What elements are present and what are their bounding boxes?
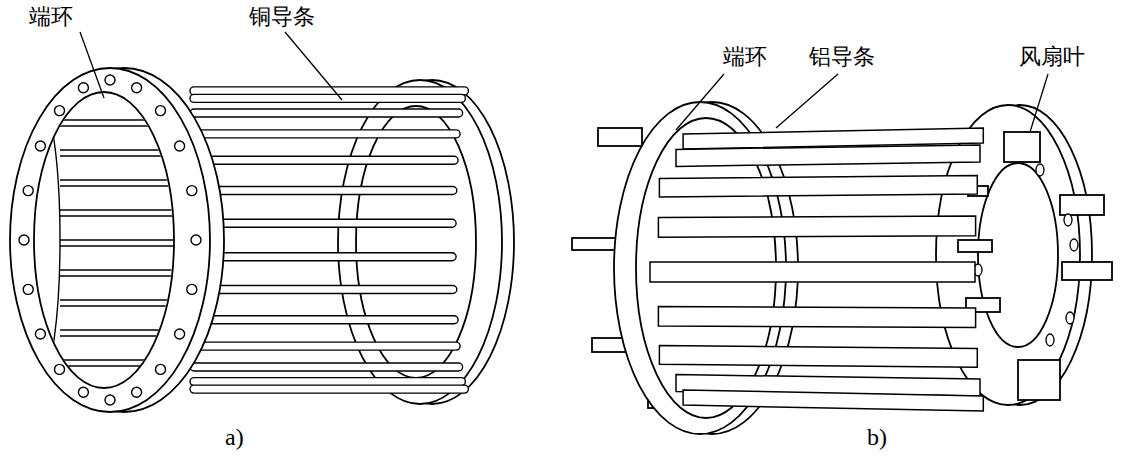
aluminium-bar [659, 346, 977, 368]
end-ring-hole [978, 163, 1058, 347]
figure-caption: b) [866, 424, 888, 452]
copper-cage-rotor [10, 68, 514, 412]
inner-bar [60, 359, 200, 360]
inner-bar [60, 305, 200, 306]
aluminium-bar [659, 175, 977, 197]
aluminium-bar [658, 216, 975, 237]
inner-bar [60, 239, 200, 240]
aluminium-bar [658, 307, 975, 328]
aluminium-bar [683, 390, 983, 411]
inner-bar [60, 179, 200, 180]
aluminium-bar [650, 262, 975, 282]
rivet-hole [35, 141, 45, 151]
end-ring [338, 80, 502, 404]
part-label: 风扇叶 [1018, 44, 1086, 69]
rivet-hole [156, 364, 166, 374]
part-label: 铜导条 [248, 4, 316, 29]
rivet-hole [105, 395, 115, 405]
copper-bar [190, 286, 457, 294]
end-ring [10, 68, 210, 412]
rivet-hole [78, 387, 88, 397]
far-ring-edge [20, 100, 60, 380]
fan-blade [598, 128, 642, 146]
rivet-hole [132, 83, 142, 93]
fan-blade [1018, 360, 1060, 400]
rivet-hole [78, 83, 88, 93]
copper-bar [190, 130, 460, 138]
inner-bar [60, 155, 200, 156]
inner-bar [60, 365, 200, 366]
part-label: 端环 [722, 44, 768, 69]
copper-bar [190, 342, 460, 350]
leader-line [285, 32, 342, 100]
fan-blade [1060, 195, 1104, 215]
rivet-hole [105, 75, 115, 85]
leader-line [676, 74, 724, 130]
rivet-hole [55, 364, 65, 374]
inner-bar [60, 275, 200, 276]
rivet-hole [175, 141, 185, 151]
inner-blade [958, 240, 992, 252]
part-label: 端环 [28, 4, 74, 29]
rivet-hole [1064, 214, 1072, 226]
rivet-hole [132, 387, 142, 397]
copper-bar [190, 187, 457, 195]
rivet-hole [1070, 239, 1078, 251]
rivet-hole [1066, 312, 1074, 324]
rivet-hole [35, 329, 45, 339]
inner-bar [60, 125, 200, 126]
inner-bar [60, 215, 200, 216]
rivet-hole [1046, 334, 1054, 346]
fan-blade [1004, 132, 1040, 162]
leader-line [80, 32, 104, 98]
inner-bar [60, 119, 200, 120]
aluminium-cage-rotor [572, 102, 1112, 434]
inner-bar [60, 185, 200, 186]
aluminium-bar [676, 145, 980, 167]
copper-bar [190, 385, 468, 393]
leader-line [776, 74, 838, 128]
part-label: 铝导条 [808, 44, 876, 69]
rivet-hole [55, 106, 65, 116]
rivet-hole [1036, 164, 1044, 176]
rivet-hole [19, 235, 29, 245]
inner-bar [60, 209, 200, 210]
rivet-hole [175, 329, 185, 339]
rivet-hole [187, 284, 197, 294]
inner-bar [60, 269, 200, 270]
copper-bar [190, 253, 456, 261]
end-ring-hole [356, 106, 476, 378]
rivet-hole [191, 235, 201, 245]
rivet-hole [187, 186, 197, 196]
rivet-hole [23, 186, 33, 196]
rivet-hole [23, 284, 33, 294]
inner-bars [20, 100, 200, 380]
copper-bar [190, 94, 465, 102]
copper-bar [190, 156, 458, 164]
figure-caption: a) [224, 424, 245, 452]
copper-bar [190, 363, 463, 371]
inner-bar [60, 245, 200, 246]
rivet-hole [156, 106, 166, 116]
copper-bar [190, 109, 463, 117]
inner-bar [60, 299, 200, 300]
leader-line [1030, 74, 1048, 132]
fan-blade [1062, 262, 1112, 280]
copper-bar [190, 219, 456, 227]
copper-bar [190, 316, 458, 324]
